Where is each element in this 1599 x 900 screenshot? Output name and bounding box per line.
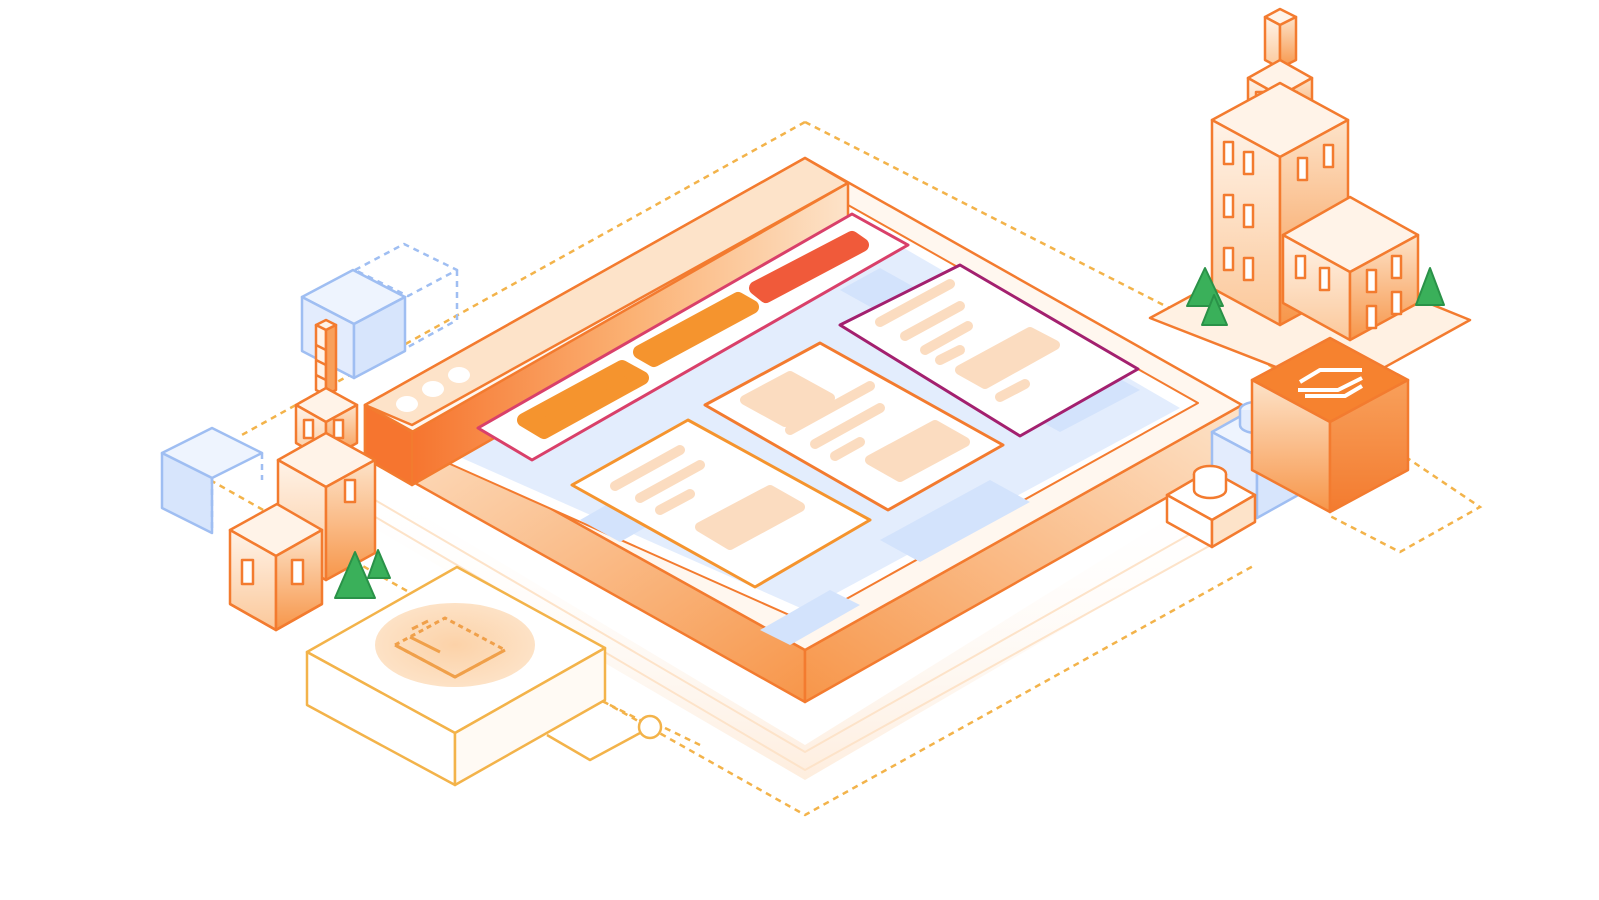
- dashed-window-icon: [393, 616, 507, 679]
- nav-pill-1: [517, 360, 649, 439]
- ghost-cube-left: [160, 426, 264, 535]
- building-tower-right: [1210, 7, 1420, 342]
- trees-right: [1186, 267, 1445, 326]
- trees-left: [334, 549, 391, 599]
- building-tower-left: [228, 318, 377, 632]
- connector-node: [637, 714, 663, 740]
- content-card-center: [703, 341, 1005, 512]
- nav-card: [476, 212, 910, 462]
- window-controls-icon: [396, 367, 470, 412]
- nav-pill-2: [633, 292, 759, 367]
- code-cube: [1250, 336, 1410, 514]
- panel-icon-circle: [375, 603, 535, 687]
- storage-block-orange: [1165, 464, 1257, 549]
- nav-pill-3: [749, 231, 869, 303]
- content-card-front: [570, 418, 872, 589]
- code-brackets-icon: [1298, 368, 1364, 398]
- content-card-magenta: [838, 263, 1140, 438]
